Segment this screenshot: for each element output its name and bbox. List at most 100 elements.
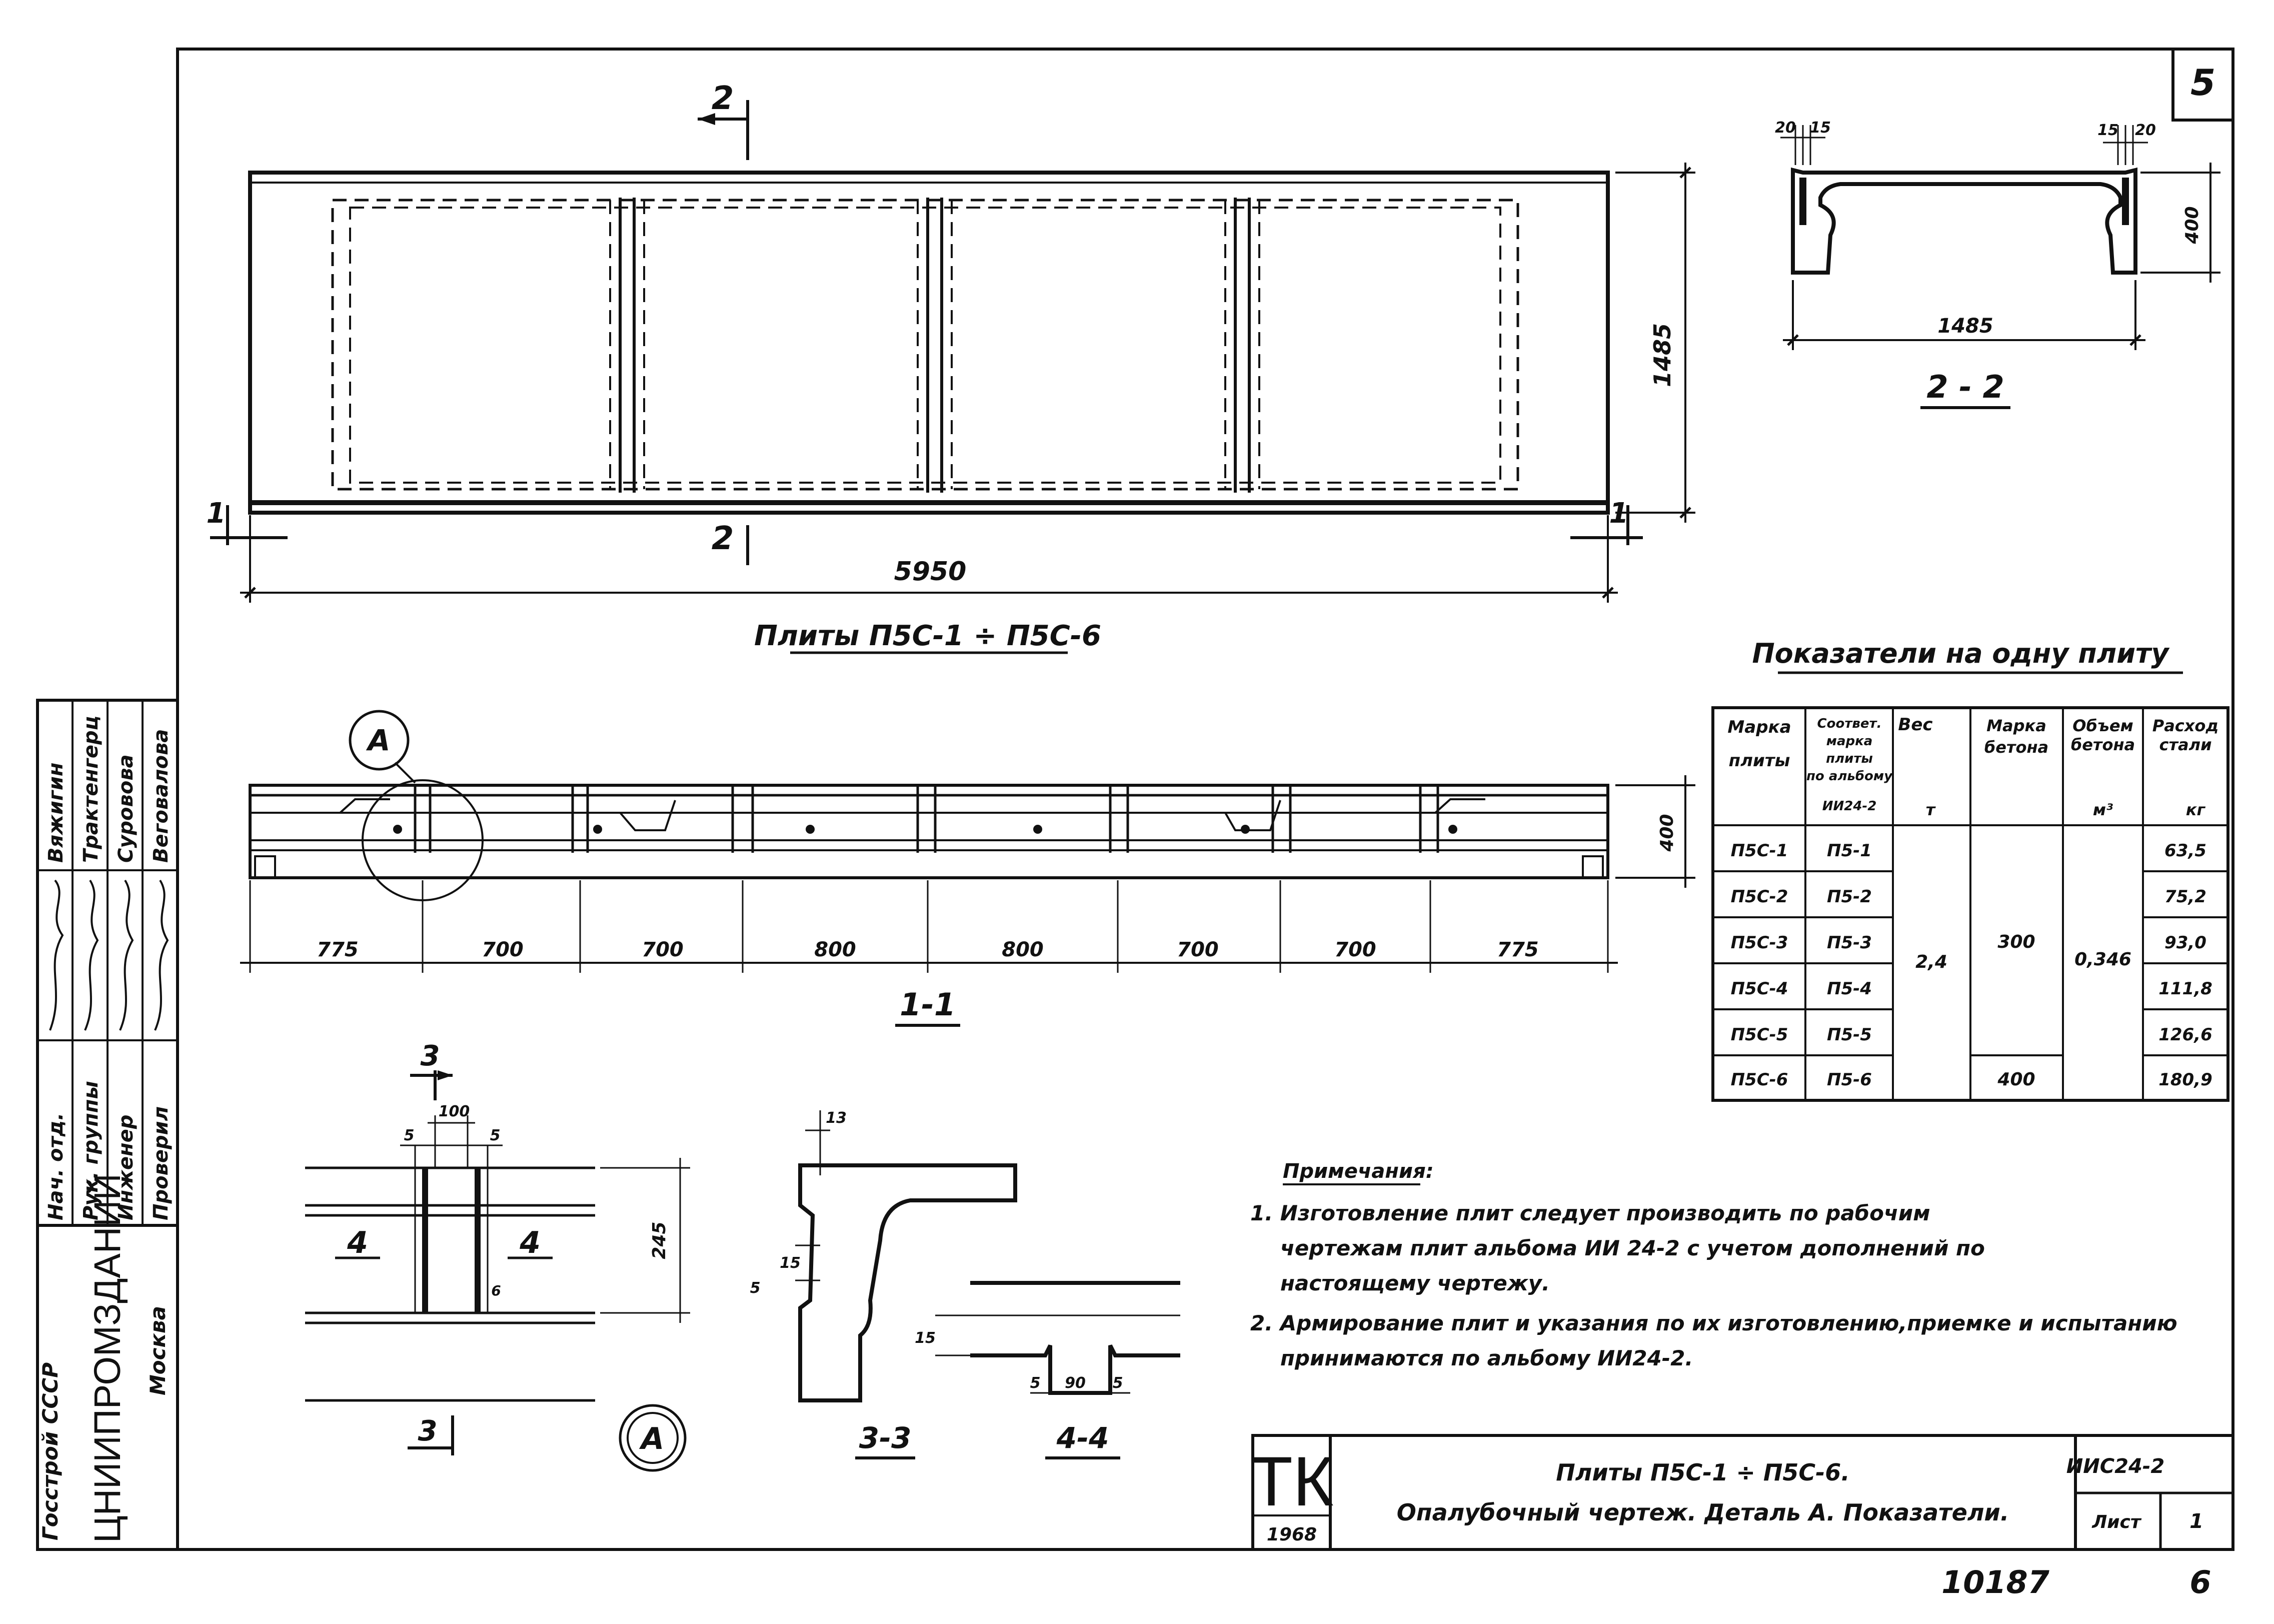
dim-span-6: 700 [1177, 938, 1219, 961]
dim-3-3-low: 5 [750, 1279, 761, 1297]
note-line-5: принимаются по альбому ИИ24-2. [1280, 1346, 1693, 1370]
section-1-left-label: 1 [207, 497, 226, 530]
dim-2-2-left-b: 15 [1810, 119, 1831, 137]
signature-3 [119, 879, 134, 1031]
row-4-steel: 111,8 [2158, 979, 2212, 999]
section-2-bottom-label: 2 [712, 520, 734, 557]
side-stamp: Нач. отд. Рук. группы Инженер Проверил В… [36, 699, 179, 1551]
row-1-album: П5-1 [1827, 841, 1872, 861]
dim-2-2-height: 400 [2182, 206, 2202, 244]
stamp-role-3: Инженер [115, 1115, 138, 1220]
row-5-steel: 126,6 [2158, 1025, 2212, 1045]
note-line-3: настоящему чертежу. [1280, 1271, 1550, 1295]
header-album-2: марка [1826, 734, 1873, 749]
dim-detail-gap: 100 [439, 1103, 470, 1120]
signature-4 [154, 879, 169, 1031]
sheet-value: 1 [2189, 1510, 2203, 1533]
header-mark-2: плиты [1729, 751, 1790, 771]
detail-a-bubble [349, 710, 410, 771]
section-1-1-outline [249, 784, 1609, 879]
section-2-2: 1485 400 20 15 15 20 2 - 2 [1775, 119, 2220, 409]
dim-span-3: 700 [642, 938, 684, 961]
tk-year: 1968 [1267, 1524, 1317, 1545]
section-4-4-title: 4-4 [1056, 1421, 1109, 1455]
header-steel-unit: кг [2186, 800, 2206, 819]
dim-3-3-mid: 15 [780, 1254, 801, 1272]
dim-span-8: 775 [1497, 938, 1539, 961]
header-album-5: ИИ24-2 [1822, 799, 1877, 814]
header-mark-1: Марка [1727, 717, 1791, 737]
notes-heading: Примечания: [1283, 1160, 1434, 1183]
dim-1-1-height: 400 [1657, 814, 1677, 852]
header-volume-2: бетона [2071, 735, 2135, 754]
footer-number: 10187 [1941, 1564, 2050, 1600]
row-2-album: П5-2 [1827, 887, 1872, 907]
section-2-2-title: 2 - 2 [1926, 369, 2004, 405]
title-line-1: Плиты П5С-1 ÷ П5С-6. [1556, 1459, 1849, 1486]
row-5-mark: П5С-5 [1731, 1025, 1788, 1045]
dim-overall-width: 1485 [1649, 323, 1676, 387]
stamp-role-2: Рук. группы [80, 1081, 103, 1220]
section-3-3-title: 3-3 [859, 1421, 912, 1455]
dim-detail-small: 6 [491, 1282, 501, 1299]
section-2-2-profile [1791, 167, 2137, 275]
signature-1 [49, 879, 64, 1031]
header-volume-1: Объем [2072, 716, 2133, 735]
header-album-3: плиты [1826, 751, 1873, 766]
row-3-steel: 93,0 [2164, 933, 2206, 953]
album-code: ИИС24-2 [2066, 1455, 2164, 1478]
stamp-name-1: Вяжигин [45, 762, 68, 863]
header-steel-2: стали [2159, 735, 2212, 754]
sheet-number: 5 [2190, 62, 2215, 104]
notes: Примечания: 1. Изготовление плит следует… [1250, 1160, 2177, 1370]
top-view: 2 2 1 1 5950 1485 Плиты П5С-1 ÷ П5С-6 [207, 80, 1695, 654]
dim-4-4-mid: 90 [1065, 1374, 1086, 1392]
dim-2-2-right-a: 15 [2097, 122, 2118, 139]
detail-a-marker-label: А [639, 1421, 664, 1456]
note-line-4: 2. Армирование плит и указания по их изг… [1250, 1311, 2177, 1335]
stamp-name-3: Суровова [115, 754, 138, 863]
row-4-mark: П5С-4 [1731, 979, 1788, 999]
section-4-right-label: 4 [519, 1225, 541, 1260]
row-5-album: П5-5 [1827, 1025, 1872, 1045]
row-6-album: П5-6 [1827, 1070, 1872, 1090]
row-4-album: П5-4 [1827, 979, 1872, 999]
tk-logo: ТК [1250, 1442, 1333, 1520]
section-4-left-label: 4 [347, 1225, 368, 1260]
stamp-name-4: Веговалова [150, 729, 173, 863]
top-view-title: Плиты П5С-1 ÷ П5С-6 [754, 620, 1101, 652]
title-line-2: Опалубочный чертеж. Деталь А. Показатели… [1397, 1499, 2009, 1526]
dim-2-2-width: 1485 [1937, 315, 1993, 338]
section-3-3-profile [798, 1163, 1017, 1402]
dim-span-1: 775 [317, 938, 359, 961]
detail-a: 100 5 5 3 3 4 4 245 6 А [305, 1040, 690, 1472]
signature-2 [84, 879, 99, 1031]
dim-4-4-right: 5 [1113, 1374, 1123, 1392]
rib-outline-inner [331, 199, 1519, 491]
header-album-1: Соответ. [1817, 716, 1882, 731]
dim-span-7: 700 [1334, 938, 1376, 961]
header-steel-1: Расход [2152, 716, 2218, 735]
table-title: Показатели на одну плиту [1752, 638, 2170, 669]
stamp-role-1: Нач. отд. [45, 1113, 68, 1220]
note-line-2: чертежам плит альбома ИИ 24-2 с учетом д… [1280, 1236, 1985, 1260]
header-concrete-2: бетона [1984, 738, 2048, 757]
header-weight: Вес [1898, 715, 1932, 735]
stamp-name-2: Трактенгерц [80, 716, 103, 863]
footer-page: 6 [2189, 1564, 2211, 1600]
merged-concrete-a: 300 [1997, 932, 2035, 952]
section-4-4: 15 5 90 5 4-4 [915, 1281, 1180, 1459]
transverse-ribs [609, 198, 1260, 493]
dim-4-4-height: 15 [915, 1329, 936, 1347]
dim-3-3-top: 13 [826, 1109, 847, 1127]
section-1-1: А 400 775 700 700 800 800 700 700 775 1-… [240, 710, 1695, 1027]
stamp-city: Москва [146, 1306, 170, 1395]
sheet-label: Лист [2091, 1512, 2141, 1532]
header-concrete-1: Марка [1986, 716, 2046, 735]
stamp-institute: ЦНИИПРОМЗДАНИЙ [87, 1173, 128, 1543]
dim-detail-left: 5 [404, 1127, 415, 1144]
row-1-mark: П5С-1 [1731, 841, 1788, 861]
section-3-bottom-label: 3 [418, 1415, 438, 1447]
row-2-mark: П5С-2 [1731, 887, 1788, 907]
